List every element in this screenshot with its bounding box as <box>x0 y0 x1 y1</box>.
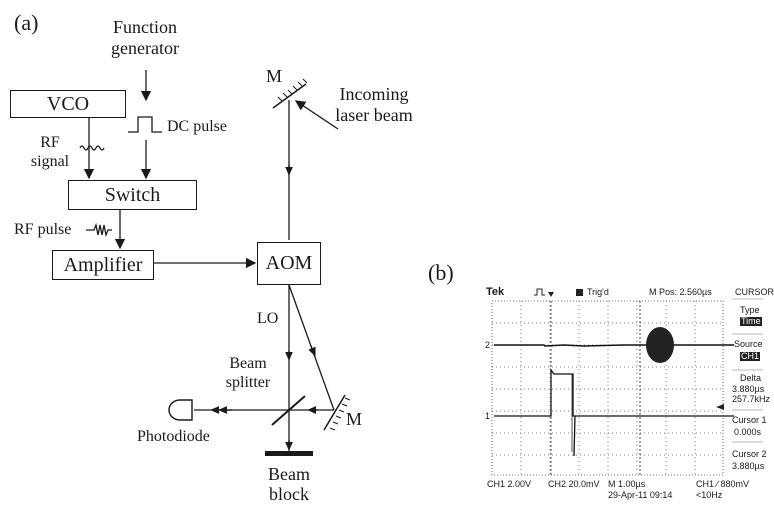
aom-box: AOM <box>257 242 321 285</box>
date: 29-Apr-11 09:14 <box>608 490 673 500</box>
mirror-bottom-label: M <box>346 409 363 429</box>
cursor2-label: Cursor 2 <box>732 449 767 459</box>
amplifier-box: Amplifier <box>52 250 154 280</box>
photodiode-icon <box>168 399 193 421</box>
rf-signal-icon <box>79 145 105 151</box>
delta-label: Delta <box>740 373 762 383</box>
ch1-marker: 1 <box>485 411 491 421</box>
ch1-scale: CH1 2.00V <box>487 479 532 489</box>
mirror-icon <box>272 78 308 109</box>
trig-status: Trig'd <box>587 287 609 297</box>
rf-burst <box>646 327 674 363</box>
cursor1-value: 0.000s <box>734 427 762 437</box>
trigger-freq: <10Hz <box>696 490 723 500</box>
source-label: Source <box>734 339 763 349</box>
ch2-scale: CH2 20.0mV <box>548 479 600 489</box>
beam-block-icon <box>265 451 313 456</box>
panel-label-a: (a) <box>14 10 39 35</box>
type-value: Time <box>740 316 762 326</box>
trigger-position-icon <box>548 292 554 297</box>
dc-pulse-icon <box>128 116 162 133</box>
source-value: CH1 <box>740 351 761 361</box>
ch1-trace <box>494 368 734 457</box>
delta-time: 3.880µs <box>732 384 765 394</box>
function-generator-label: Function generator <box>111 17 179 58</box>
vco-box: VCO <box>10 90 126 118</box>
mirror-icon <box>323 394 351 431</box>
trigger-level-icon <box>716 404 724 410</box>
photodiode-label: Photodiode <box>137 428 210 445</box>
cursor2-value: 3.880µs <box>732 461 765 471</box>
rf-signal-label: RF signal <box>30 134 70 170</box>
pulse-glyph-icon <box>534 288 545 296</box>
type-label: Type <box>740 305 760 315</box>
rf-pulse-icon <box>86 222 112 238</box>
m-pos: M Pos: 2.560µs <box>649 287 712 297</box>
oscilloscope-traces <box>491 288 763 476</box>
trig-indicator-icon <box>576 289 583 296</box>
dc-pulse-label: DC pulse <box>167 118 227 135</box>
cursor1-label: Cursor 1 <box>732 415 767 425</box>
timebase: M 1.00µs <box>608 479 646 489</box>
trigger-setting: CH1 ∕ 880mV <box>696 479 750 489</box>
scope-brand: Tek <box>486 286 505 298</box>
lo-label: LO <box>257 310 279 327</box>
delta-freq: 257.7kHz <box>732 394 771 404</box>
beam-splitter-label: Beam splitter <box>225 355 271 391</box>
panel-label-b: (b) <box>428 260 454 285</box>
switch-box: Switch <box>68 180 197 210</box>
rf-pulse-label: RF pulse <box>14 221 72 238</box>
ch2-marker: 2 <box>485 340 491 350</box>
oscilloscope-screenshot: Tek Trig'd M Pos: 2.560µs CURSOR Type Ti… <box>484 282 774 507</box>
menu-title: CURSOR <box>735 287 774 297</box>
beam-block-label: Beam block <box>268 464 310 504</box>
incoming-beam-label: Incoming laser beam <box>335 84 413 125</box>
beam-splitter-icon <box>271 395 306 426</box>
mirror-top-label: M <box>266 66 283 86</box>
ch2-trace <box>494 344 734 347</box>
